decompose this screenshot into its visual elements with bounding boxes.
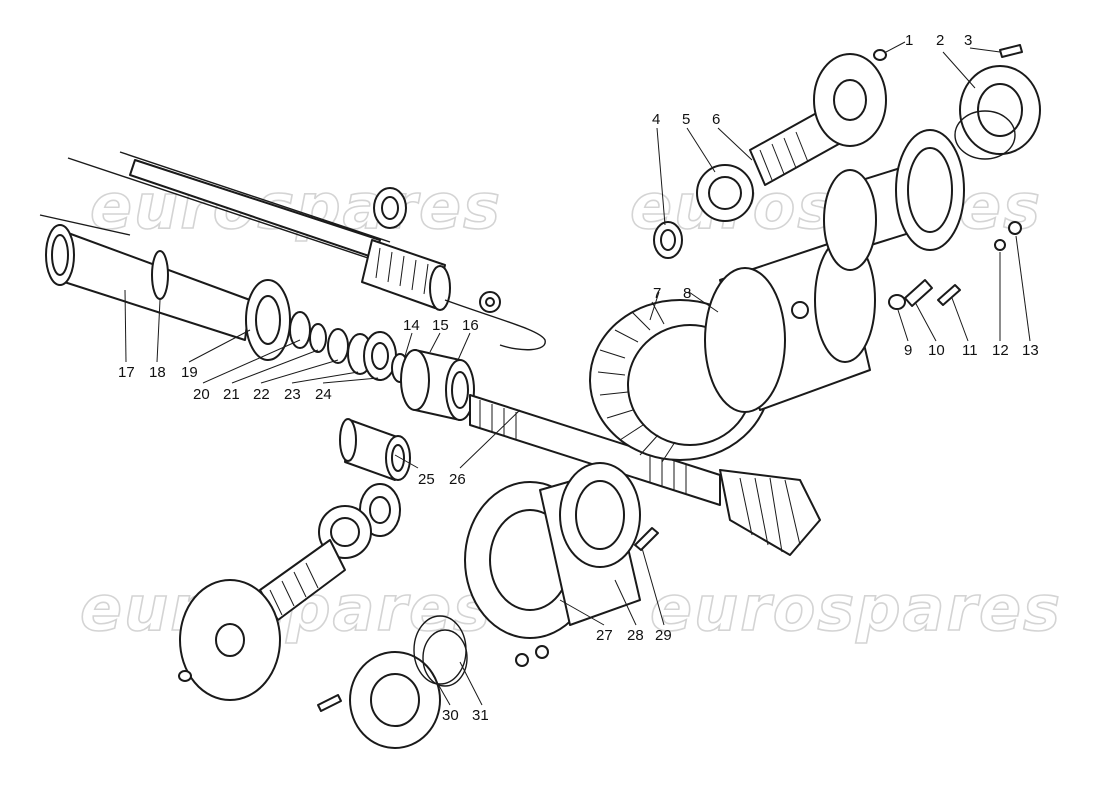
callout-20: 20 [193, 386, 210, 403]
bolt-lower [317, 694, 342, 712]
callout-18: 18 [149, 364, 166, 381]
nut-13 [1008, 221, 1022, 235]
callout-1: 1 [905, 32, 913, 49]
callout-29: 29 [655, 627, 672, 644]
shaft-seal-upper [373, 187, 407, 229]
callout-8: 8 [683, 285, 691, 302]
stud-11 [937, 284, 961, 306]
callout-23: 23 [284, 386, 301, 403]
callout-31: 31 [472, 707, 489, 724]
bolt-3 [999, 44, 1023, 58]
lower-flange-30 [349, 651, 441, 749]
output-shaft-6 [749, 53, 887, 186]
differential-case-8 [704, 237, 876, 413]
callout-30: 30 [442, 707, 459, 724]
input-shaft-upper [67, 151, 546, 351]
callout-16: 16 [462, 317, 479, 334]
nut-washer-lower [515, 645, 549, 667]
lower-output-shaft [179, 483, 401, 701]
callout-17: 17 [118, 364, 135, 381]
callout-27: 27 [596, 627, 613, 644]
cover-flange-2 [954, 65, 1041, 160]
seal-ring-31 [413, 615, 468, 687]
side-bearing-5 [696, 164, 754, 222]
side-bearing-4 [653, 221, 683, 259]
callout-22: 22 [253, 386, 270, 403]
spacer-25 [339, 418, 411, 481]
callout-3: 3 [964, 32, 972, 49]
callout-6: 6 [712, 111, 720, 128]
callout-21: 21 [223, 386, 240, 403]
lower-housing-27 [464, 462, 641, 639]
callout-15: 15 [432, 317, 449, 334]
plug-1 [873, 49, 887, 61]
stud-10 [904, 279, 933, 307]
callout-26: 26 [449, 471, 466, 488]
callout-7: 7 [653, 285, 661, 302]
small-washer-upper [479, 291, 501, 313]
callout-4: 4 [652, 111, 660, 128]
callout-19: 19 [181, 364, 198, 381]
callout-28: 28 [627, 627, 644, 644]
callouts: 1 2 3 4 5 6 7 8 9 10 11 12 13 14 15 16 1… [118, 32, 1039, 724]
pinion-tube-assembly [39, 214, 291, 361]
callout-9: 9 [904, 342, 912, 359]
callout-5: 5 [682, 111, 690, 128]
stud-29 [634, 527, 659, 551]
washer-9 [888, 294, 906, 310]
callout-25: 25 [418, 471, 435, 488]
side-flange [823, 129, 965, 271]
callout-12: 12 [992, 342, 1009, 359]
plug-lower [178, 670, 192, 682]
callout-11: 11 [962, 342, 978, 359]
watermark-bottom-right: eurospares [650, 572, 1062, 645]
callout-10: 10 [928, 342, 945, 359]
callout-13: 13 [1022, 342, 1039, 359]
callout-14: 14 [403, 317, 420, 334]
callout-24: 24 [315, 386, 332, 403]
pinion-bearing [391, 349, 475, 421]
washer-12 [994, 239, 1006, 251]
bearing-stack [289, 311, 397, 381]
callout-2: 2 [936, 32, 944, 49]
leader-lines [124, 41, 1031, 706]
